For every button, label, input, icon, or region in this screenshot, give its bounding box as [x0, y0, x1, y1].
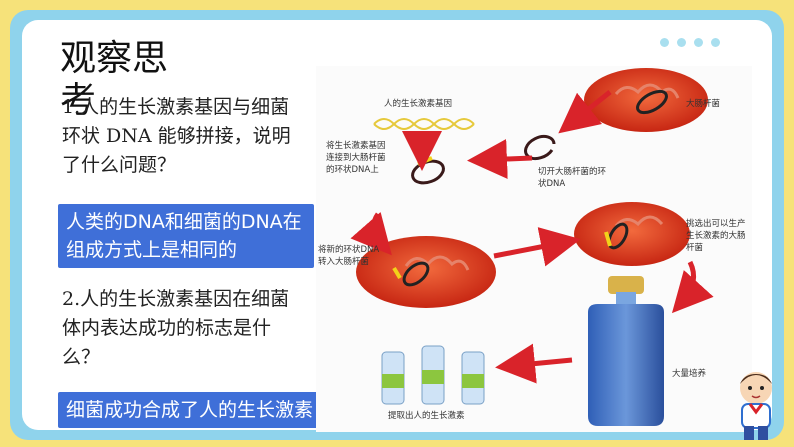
dot [711, 38, 720, 47]
culture-bottle [588, 304, 664, 426]
slide-title: 观察思考 [60, 38, 169, 121]
bacterium-top [584, 68, 708, 132]
dot [660, 38, 669, 47]
dot [677, 38, 686, 47]
answer-2-box: 细菌成功合成了人的生长激素 [58, 392, 342, 428]
answer-1-box: 人类的DNA和细菌的DNA在组成方式上是相同的 [58, 204, 314, 268]
label-select: 挑选出可以生产生长激素的大肠杆菌 [686, 219, 746, 253]
gene-engineering-diagram: 人的生长激素基因 大肠杆菌 切开大肠杆菌的环状DNA 将生长激素基因连接到大肠杆… [316, 66, 752, 432]
label-culture: 大量培养 [672, 369, 707, 379]
label-transfer: 将新的环状DNA转入大肠杆菌 [318, 245, 380, 267]
bacterium-selected [574, 202, 690, 266]
vials [381, 345, 485, 405]
diagram-illustration [350, 68, 714, 426]
question-1: 1.人的生长激素基因与细菌环状 DNA 能够拼接，说明了什么问题？ [62, 96, 291, 176]
question-2: 2.人的生长激素基因在细菌体内表达成功的标志是什么？ [62, 288, 290, 368]
label-connect: 将生长激素基因连接到大肠杆菌的环状DNA上 [326, 141, 386, 175]
student-cartoon [740, 372, 772, 440]
dot [694, 38, 703, 47]
process-arrows [350, 90, 714, 384]
label-cut: 切开大肠杆菌的环状DNA [538, 167, 607, 189]
label-bacterium: 大肠杆菌 [686, 99, 721, 109]
label-gene: 人的生长激素基因 [384, 99, 453, 109]
decorative-dots [660, 38, 720, 47]
label-extract: 提取出人的生长激素 [388, 411, 465, 421]
